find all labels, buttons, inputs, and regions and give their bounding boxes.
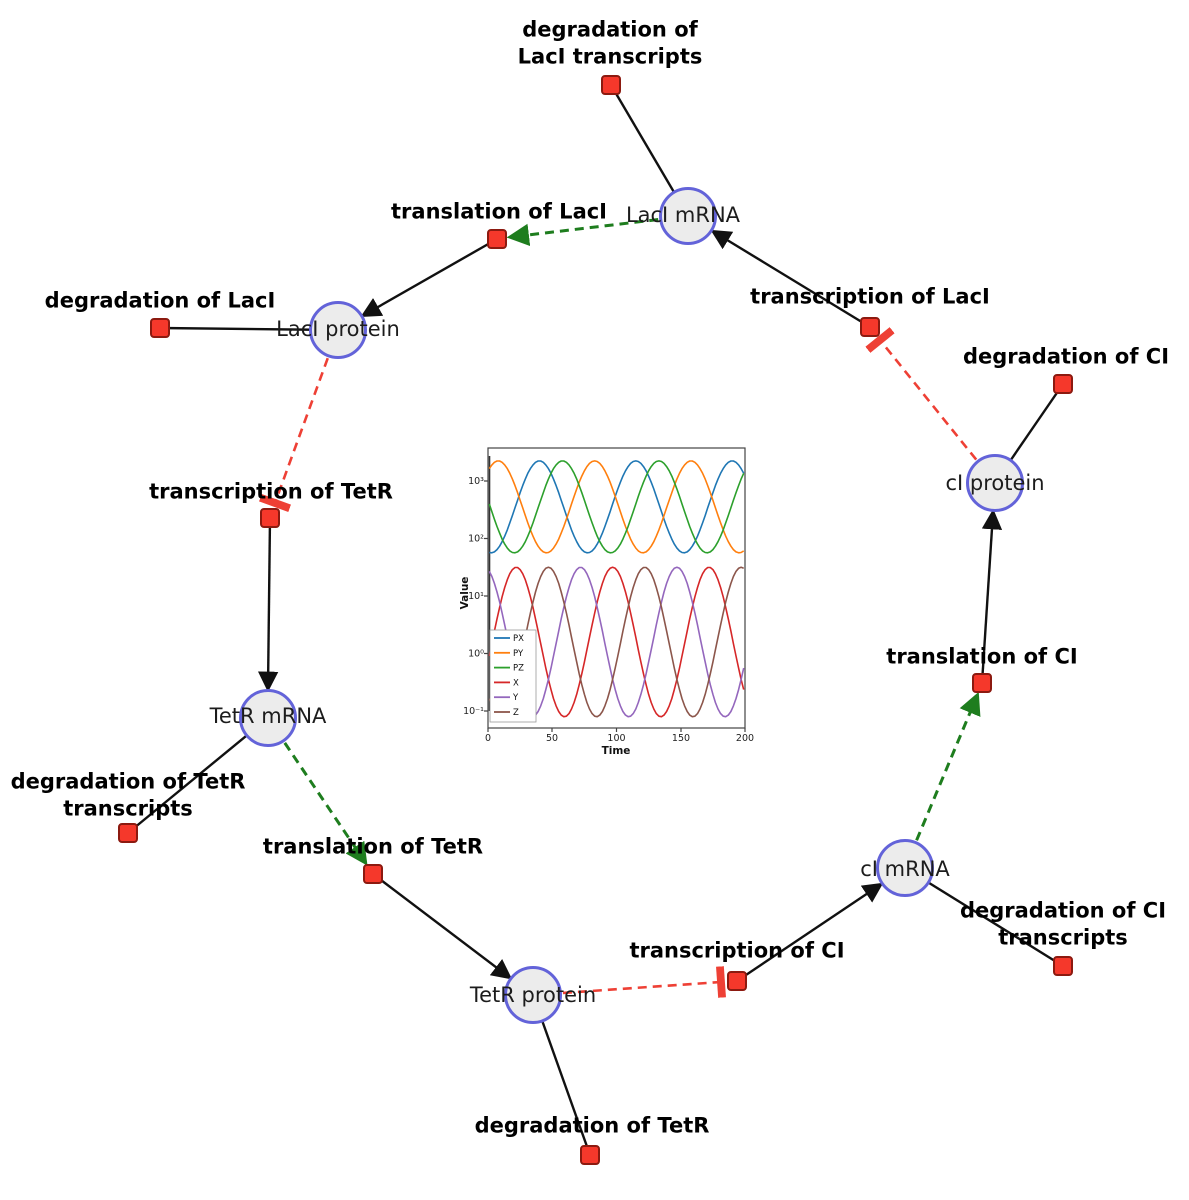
edge-translation-laci-to-laci-protein: [360, 237, 498, 318]
node-laci-mrna: [659, 187, 717, 245]
series-curve-z: [488, 566, 744, 718]
node-translation-ci: [972, 673, 992, 693]
edge-ci-mrna-modifies-translation: [903, 691, 981, 869]
reaction-label-degradation-laci-transcripts: degradation of LacI transcripts: [517, 17, 703, 69]
node-degradation-laci-transcripts: [601, 75, 621, 95]
edge-ci-mrna-to-degradation-transcripts: [904, 866, 1064, 968]
legend-label-y: Y: [512, 693, 519, 703]
edge-tetr-protein-represses-transcription-ci: [532, 966, 726, 998]
y-tick-1e0: 10⁰: [468, 649, 484, 660]
y-axis-label: Value: [459, 577, 471, 610]
x-tick-50: 50: [546, 733, 558, 744]
species-label-tetr-protein: TetR protein: [469, 983, 597, 1007]
edge-translation-tetr-to-tetr-protein: [372, 873, 513, 980]
node-transcription-laci: [860, 317, 880, 337]
species-label-laci-mrna: LacI mRNA: [625, 203, 741, 227]
y-tick-1e1: 10¹: [468, 591, 484, 602]
reaction-label-translation-laci: translation of LacI: [391, 199, 607, 224]
series-curve-pz: [488, 460, 745, 554]
legend-label-py: PY: [513, 649, 524, 659]
x-axis-label: Time: [602, 745, 631, 757]
plot-series-group: [488, 460, 745, 718]
node-translation-laci: [487, 229, 507, 249]
edge-tetr-mrna-to-degradation-transcripts: [127, 717, 269, 834]
reaction-label-translation-tetr: translation of TetR: [262, 834, 484, 859]
node-degradation-ci: [1053, 374, 1073, 394]
node-degradation-ci-transcripts: [1053, 956, 1073, 976]
edge-translation-ci-to-ci-protein: [980, 508, 1003, 684]
x-tick-100: 100: [607, 733, 625, 744]
edge-ci-protein-represses-transcription-laci: [865, 327, 997, 484]
inset-plot-svg: 10³ 10² 10¹ 10⁰ 10⁻¹ 0 50 100 150 200 Ti…: [459, 447, 754, 757]
inset-timecourse-plot: 10³ 10² 10¹ 10⁰ 10⁻¹ 0 50 100 150 200 Ti…: [458, 438, 778, 758]
x-tick-150: 150: [672, 733, 690, 744]
edge-transcription-tetr-to-tetr-mrna: [257, 517, 279, 693]
legend-label-pz: PZ: [513, 664, 524, 674]
y-tick-1e3: 10³: [468, 476, 484, 487]
reaction-label-degradation-laci: degradation of LacI: [44, 288, 276, 313]
reaction-label-degradation-ci: degradation of CI: [962, 344, 1170, 369]
x-tick-marks: [487, 728, 746, 732]
series-curve-px: [489, 460, 745, 554]
x-tick-0: 0: [485, 733, 491, 744]
y-tick-marks: [484, 480, 488, 712]
node-laci-protein: [309, 301, 367, 359]
edge-laci-protein-to-degradation: [159, 326, 339, 332]
node-degradation-laci: [150, 318, 170, 338]
reaction-label-transcription-ci: transcription of CI: [629, 938, 845, 963]
node-transcription-tetr: [260, 508, 280, 528]
legend-label-z: Z: [513, 708, 519, 718]
edge-laci-protein-represses-transcription-tetr: [259, 329, 340, 513]
reaction-label-degradation-tetr-transcripts: degradation of TetR transcripts: [10, 769, 246, 821]
legend-label-x: X: [513, 678, 519, 688]
species-label-laci-protein: LacI protein: [276, 317, 400, 341]
reaction-label-transcription-tetr: transcription of TetR: [149, 479, 393, 504]
reaction-label-degradation-ci-transcripts: degradation of CI transcripts: [959, 898, 1167, 950]
x-tick-200: 200: [736, 733, 754, 744]
series-curve-py: [488, 460, 745, 554]
series-curve-x: [488, 566, 745, 718]
species-label-tetr-mrna: TetR mRNA: [209, 704, 327, 728]
edge-transcription-ci-to-ci-mrna: [736, 882, 884, 982]
node-translation-tetr: [363, 864, 383, 884]
node-degradation-tetr-transcripts: [118, 823, 138, 843]
reaction-label-degradation-tetr: degradation of TetR: [474, 1113, 710, 1138]
species-label-ci-protein: cI protein: [945, 471, 1045, 495]
node-degradation-tetr: [580, 1145, 600, 1165]
reaction-label-transcription-laci: transcription of LacI: [750, 284, 990, 309]
node-tetr-protein: [504, 966, 562, 1024]
node-ci-protein: [966, 454, 1024, 512]
y-tick-1e-1: 10⁻¹: [463, 706, 484, 717]
y-tick-1e2: 10²: [468, 534, 484, 545]
node-transcription-ci: [727, 971, 747, 991]
node-ci-mrna: [876, 839, 934, 897]
legend-label-px: PX: [513, 634, 524, 644]
plot-legend: PX PY PZ X Y Z: [489, 629, 537, 723]
legend-box: [489, 629, 537, 723]
edge-transcription-laci-to-laci-mrna: [710, 229, 871, 329]
reaction-label-translation-ci: translation of CI: [886, 644, 1078, 669]
species-label-ci-mrna: cI mRNA: [860, 857, 950, 881]
